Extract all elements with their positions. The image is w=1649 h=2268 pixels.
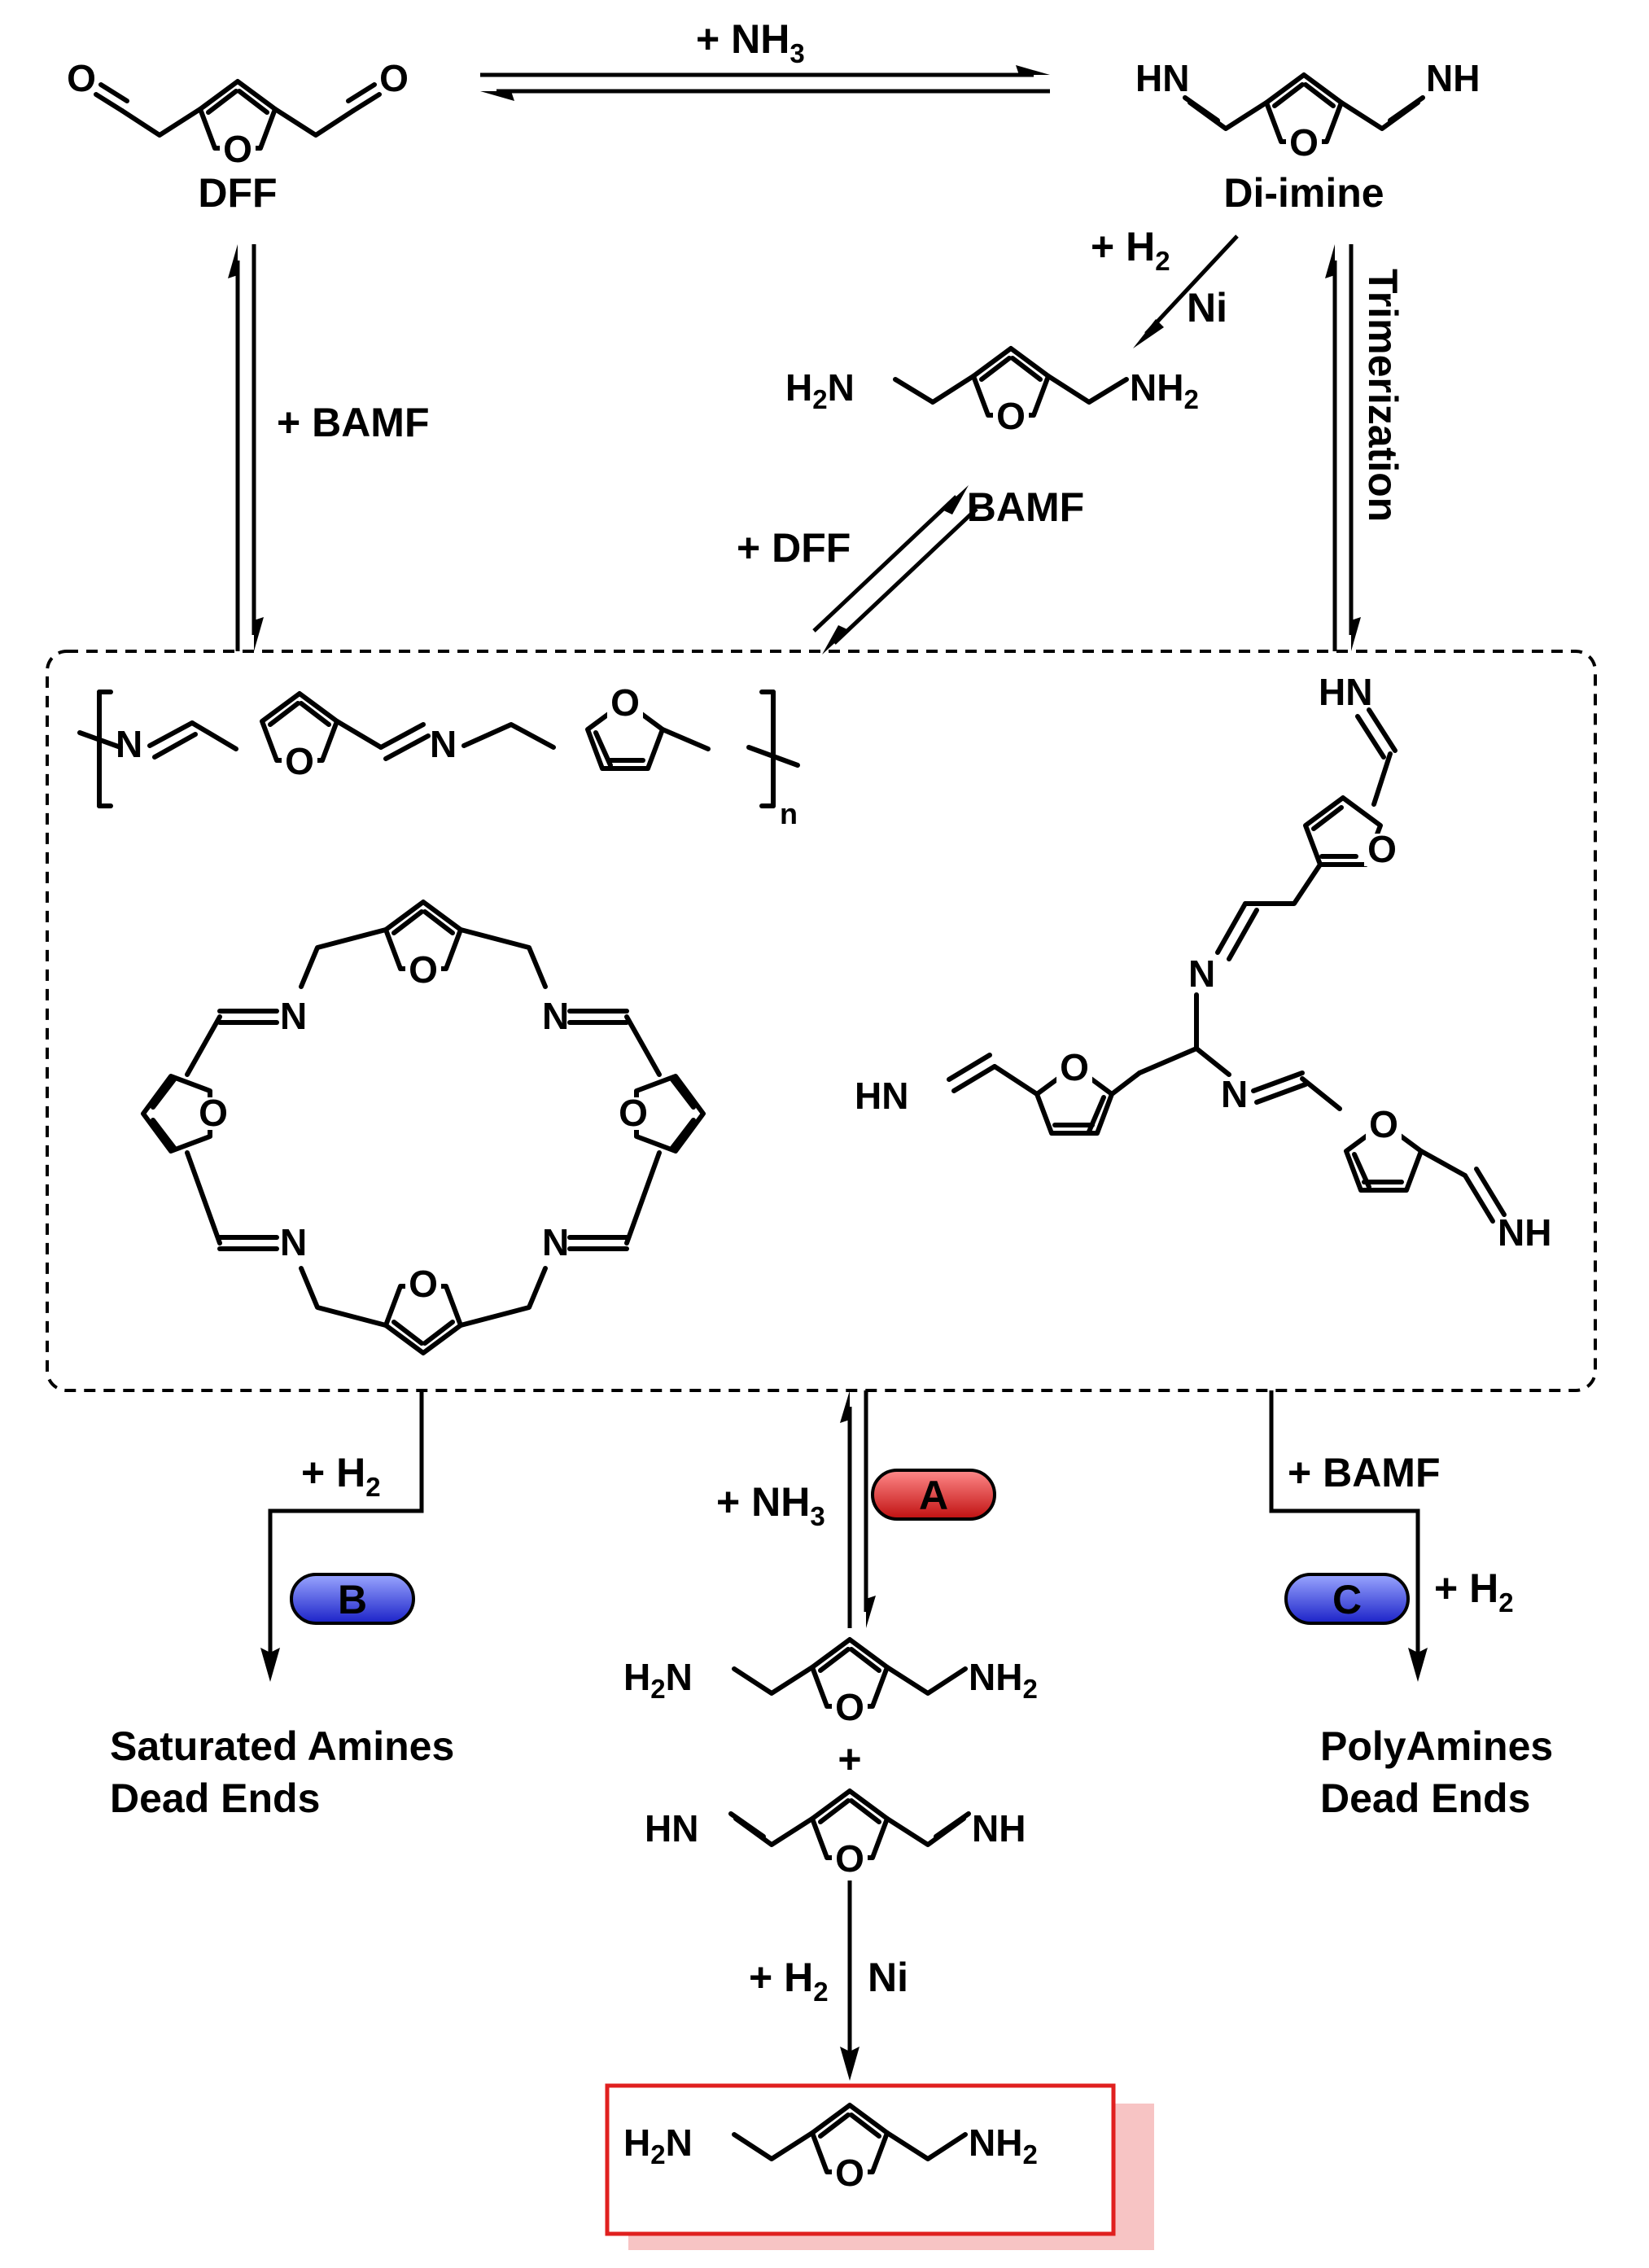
reagent-nh3-a: + NH3 <box>716 1479 825 1531</box>
polymer-structure: N O N O n <box>77 681 800 830</box>
outcome-saturated-1: Saturated Amines <box>110 1723 454 1769</box>
bamf-label: BAMF <box>967 484 1084 530</box>
catalyst-ni-bottom: Ni <box>868 1955 908 2000</box>
atom-nh2: NH2 <box>969 1656 1038 1704</box>
atom-n: N <box>430 723 457 765</box>
atom-nh2: NH2 <box>1130 366 1199 414</box>
atom-nh2: NH2 <box>969 2121 1038 2169</box>
bamf-target-structure: O H2N NH2 <box>623 2103 1038 2194</box>
atom-nh: NH <box>1426 57 1480 99</box>
badge-a <box>871 1469 996 1521</box>
atom-o: O <box>67 57 96 99</box>
pathway-a-arrows <box>840 1390 876 1628</box>
dff-structure: O O O <box>67 57 409 170</box>
atom-o: O <box>1060 1046 1089 1088</box>
atom-n: N <box>542 1221 569 1263</box>
reagent-nh3-top: + NH3 <box>696 16 805 68</box>
atom-o: O <box>379 57 409 99</box>
atom-o: O <box>1369 1103 1398 1145</box>
atom-h2n: H2N <box>785 366 855 414</box>
atom-h2n: H2N <box>623 1656 693 1704</box>
macrocycle-structure: O O O O N N N <box>141 900 706 1355</box>
bamf-structure: O H2N NH2 <box>785 346 1199 437</box>
atom-o: O <box>199 1092 228 1134</box>
atom-o: O <box>835 1837 864 1880</box>
pathway-b-arrow <box>260 1390 424 1682</box>
badge-a-label: A <box>919 1473 948 1518</box>
bamf-structure-a: O H2N NH2 <box>623 1637 1038 1728</box>
diimine-structure: O HN NH <box>1135 57 1480 164</box>
equilibrium-arrows-right <box>1325 244 1361 651</box>
atom-hn: HN <box>645 1807 698 1850</box>
atom-o: O <box>610 681 640 724</box>
atom-o: O <box>835 2152 864 2194</box>
equilibrium-arrows-left <box>228 244 264 651</box>
atom-o: O <box>1289 121 1319 164</box>
atom-n: N <box>116 723 142 765</box>
atom-hn: HN <box>855 1075 908 1117</box>
atom-n: N <box>542 995 569 1037</box>
badge-c-label: C <box>1332 1577 1362 1622</box>
diimine-label: Di-imine <box>1223 170 1384 216</box>
trimer-structure: HN O N N O HN O <box>855 671 1551 1254</box>
pathway-c-arrow <box>1269 1390 1428 1682</box>
plus-sign: + <box>838 1736 861 1782</box>
atom-o: O <box>223 128 252 170</box>
catalyst-ni-right: Ni <box>1187 285 1227 331</box>
atom-n: N <box>280 1221 307 1263</box>
outcome-saturated-2: Dead Ends <box>110 1775 320 1821</box>
atom-o: O <box>409 1263 438 1305</box>
outcome-polyamines-1: PolyAmines <box>1320 1723 1553 1769</box>
atom-o: O <box>285 740 314 782</box>
atom-nh: NH <box>1498 1211 1551 1254</box>
badge-b <box>290 1573 415 1625</box>
badge-c <box>1284 1573 1410 1625</box>
reagent-bamf-left: + BAMF <box>277 400 430 445</box>
atom-o: O <box>996 395 1026 437</box>
trimerization-label: Trimerization <box>1360 269 1406 522</box>
diimine-structure-a: O HN NH <box>645 1789 1026 1880</box>
atom-nh: NH <box>972 1807 1026 1850</box>
reagent-h2-b: + H2 <box>301 1450 381 1502</box>
atom-o: O <box>835 1686 864 1728</box>
atom-hn: HN <box>1135 57 1189 99</box>
reagent-bamf-c: + BAMF <box>1288 1450 1441 1495</box>
reagent-h2-bottom: + H2 <box>749 1955 829 2007</box>
equilibrium-arrows-middle <box>812 485 978 655</box>
atom-o: O <box>619 1092 648 1134</box>
repeat-subscript: n <box>780 797 798 830</box>
outcome-polyamines-2: Dead Ends <box>1320 1775 1530 1821</box>
atom-n: N <box>280 995 307 1037</box>
dff-label: DFF <box>198 170 277 216</box>
atom-n: N <box>1188 952 1215 995</box>
reagent-h2-c: + H2 <box>1434 1565 1514 1618</box>
equilibrium-arrows-top <box>480 65 1050 101</box>
reagent-dff-mid: + DFF <box>737 525 851 571</box>
badge-b-label: B <box>338 1577 367 1622</box>
atom-h2n: H2N <box>623 2121 693 2169</box>
atom-n: N <box>1221 1073 1248 1115</box>
atom-hn: HN <box>1319 671 1372 713</box>
atom-o: O <box>409 948 438 991</box>
atom-o: O <box>1367 828 1397 870</box>
reagent-h2-right: + H2 <box>1091 224 1170 276</box>
